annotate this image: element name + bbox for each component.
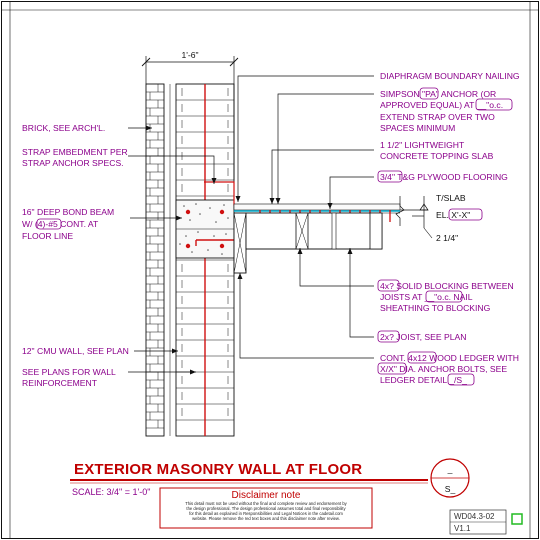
left-notes: BRICK, SEE ARCH'L. STRAP EMBEDMENT PER S… [22,123,129,388]
note-topping-2: CONCRETE TOPPING SLAB [380,151,494,161]
slab-elevation-marker: T/SLAB EL. X'-X" 2 1/4" [400,193,483,243]
detail-number: _ [447,464,453,474]
floor-assembly [233,196,405,274]
note-reinf-2: REINFORCEMENT [22,378,98,388]
leader-arrows [146,125,353,375]
topping-slab [233,203,401,211]
note-ledger-2: X/X" DIA. ANCHOR BOLTS, SEE [380,364,507,374]
note-bond-beam-1: 16" DEEP BOND BEAM [22,207,114,217]
note-reinf-1: SEE PLANS FOR WALL [22,367,116,377]
note-ledger-1: CONT. 4x12 WOOD LEDGER WITH [380,353,519,363]
elevation-text: EL. X'-X" [436,210,470,220]
disclaimer-line-1: This detail must not be used without the… [185,501,347,506]
status-indicator [511,513,523,525]
disclaimer-line-3: for this detail as explained in Responsi… [189,511,343,516]
sheet-id: WD04.3-02 [454,512,495,521]
disclaimer-line-2: the design professional. The design prof… [186,506,346,511]
masonry-wall [145,83,290,437]
leader-lines [128,75,374,373]
concrete-stipple [179,203,229,255]
note-strap-embed-1: STRAP EMBEDMENT PER [22,147,128,157]
detail-title: EXTERIOR MASONRY WALL AT FLOOR [74,461,362,478]
note-topping-1: 1 1/2" LIGHTWEIGHT [380,140,465,150]
note-cmu-wall: 12" CMU WALL, SEE PLAN [22,346,129,356]
note-anchor-3: EXTEND STRAP OVER TWO [380,112,495,122]
sheet-version: V1.1 [454,524,471,533]
note-ledger-3: LEDGER DETAIL _/S_ [380,375,467,385]
note-joist: 2x? JOIST, SEE PLAN [380,332,466,342]
right-notes: DIAPHRAGM BOUNDARY NAILING SIMPSON "PA" … [377,71,520,386]
floor-joist [245,212,383,250]
note-blocking-3: SHEATHING TO BLOCKING [380,303,491,313]
bond-beam-rebar [185,209,225,249]
tslab-text: T/SLAB [436,193,466,203]
detail-sheet-ref: S_ [445,484,456,494]
note-blocking-1: 4x? SOLID BLOCKING BETWEEN [380,281,514,291]
note-strap-embed-2: STRAP ANCHOR SPECS. [22,158,124,168]
note-brick: BRICK, SEE ARCH'L. [22,123,105,133]
wall-width-text: 1'-6" [181,50,198,60]
detail-scale: SCALE: 3/4" = 1'-0" [72,487,150,497]
disclaimer-title: Disclaimer note [232,490,301,501]
note-bond-beam-3: FLOOR LINE [22,231,73,241]
note-bond-beam-2: W/ (4)-#5 CONT. AT [22,219,99,229]
wall-width-dimension: 1'-6" [141,50,239,84]
note-plywood: 3/4" T&G PLYWOOD FLOORING [380,172,508,182]
note-anchor-2: APPROVED EQUAL) AT __"o.c. [380,100,503,110]
disclaimer-box [159,487,373,529]
note-anchor-4: SPACES MINIMUM [380,123,455,133]
note-diaphragm: DIAPHRAGM BOUNDARY NAILING [380,71,520,81]
disclaimer-line-4: website. Please remove the red text boxe… [192,516,340,521]
title-block: EXTERIOR MASONRY WALL AT FLOOR SCALE: 3/… [70,458,523,535]
topping-dim-text: 2 1/4" [436,233,458,243]
